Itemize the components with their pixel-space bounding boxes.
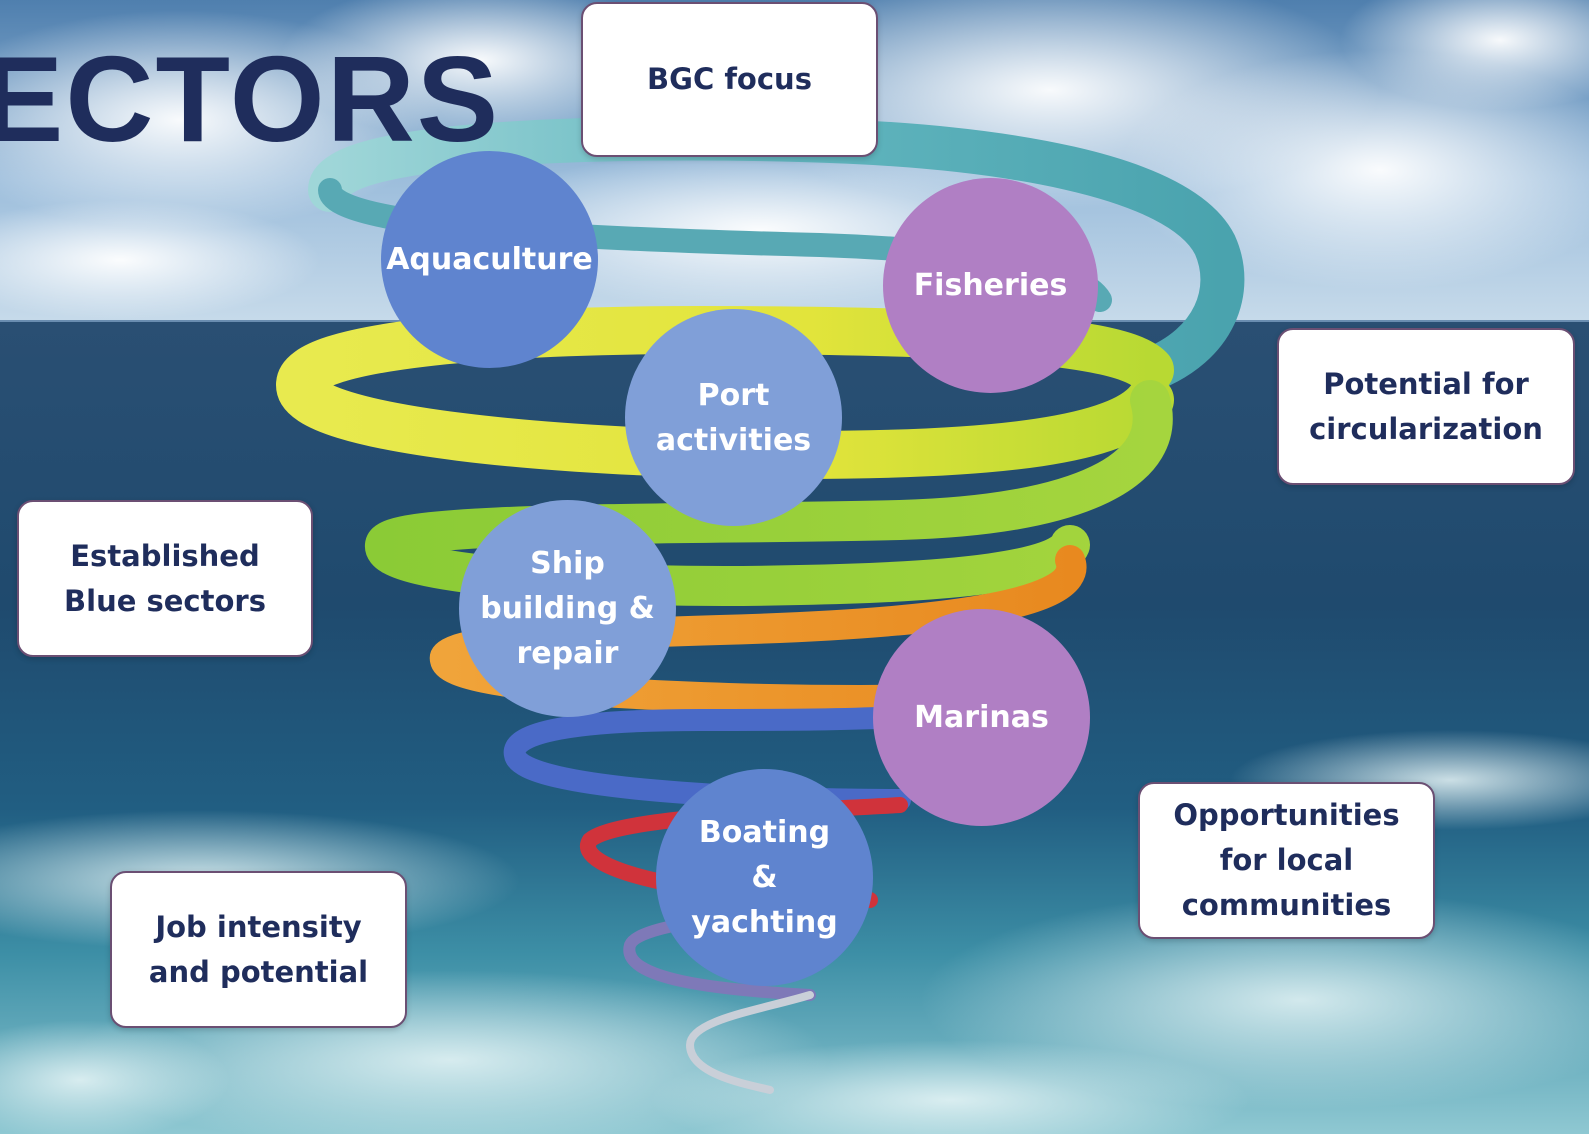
job-intensity-box: Job intensity and potential [110, 871, 407, 1028]
marinas-label: Marinas [914, 700, 1049, 735]
opportunities-line-1: Opportunities [1173, 798, 1400, 833]
bgc-focus-box: BGC focus [581, 2, 878, 157]
potential-line-1: Potential for [1323, 366, 1529, 401]
marinas-circle: Marinas [873, 609, 1090, 826]
boating-line-3: yachting [691, 905, 838, 940]
ship-building-circle: Ship building & repair [459, 500, 676, 717]
opportunities-box: Opportunities for local communities [1138, 782, 1435, 939]
potential-circularization-box: Potential for circularization [1277, 328, 1575, 485]
potential-line-2: circularization [1309, 411, 1543, 446]
established-line-2: Blue sectors [64, 583, 266, 618]
opportunities-line-2: for local [1219, 843, 1354, 878]
ship-line-1: Ship [530, 546, 605, 581]
port-line-1: Port [697, 377, 770, 413]
ship-line-3: repair [516, 636, 619, 671]
bgc-focus-label: BGC focus [647, 62, 812, 97]
page-title: ECTORS [0, 31, 501, 167]
boating-line-2: & [751, 860, 778, 895]
port-activities-circle: Port activities [625, 309, 842, 526]
boating-line-1: Boating [698, 815, 831, 850]
boating-yachting-circle: Boating & yachting [656, 769, 873, 986]
ship-line-2: building & [480, 591, 655, 626]
opportunities-line-3: communities [1181, 887, 1392, 922]
port-line-2: activities [655, 422, 812, 458]
aquaculture-circle: Aquaculture [381, 151, 598, 368]
established-line-1: Established [70, 538, 260, 573]
fisheries-label: Fisheries [913, 268, 1068, 303]
established-blue-sectors-box: Established Blue sectors [17, 500, 313, 657]
aquaculture-label: Aquaculture [386, 242, 593, 277]
job-line-2: and potential [148, 954, 369, 989]
fisheries-circle: Fisheries [883, 178, 1098, 393]
job-line-1: Job intensity [155, 909, 362, 944]
